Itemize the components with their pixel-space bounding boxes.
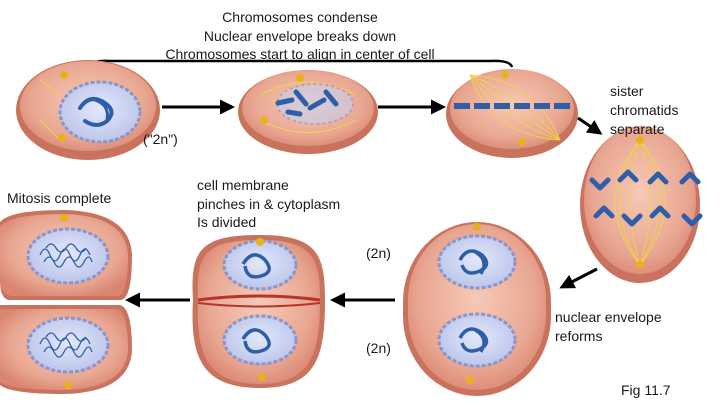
sister-label-3: separate [610, 121, 665, 137]
centrosome-icon [473, 223, 481, 231]
arrow-3 [577, 116, 603, 135]
daughter-cell-bottom [0, 305, 132, 394]
centrosome-icon [466, 376, 474, 384]
centrosome-icon [258, 373, 266, 381]
cell-metaphase [446, 69, 578, 158]
daughter-cell-top [0, 210, 132, 300]
centrosome-icon [636, 136, 644, 144]
arrow-4 [559, 267, 598, 289]
cell-cytokinesis [192, 235, 325, 388]
centrosome-icon [64, 381, 72, 389]
mitosis-complete-label: Mitosis complete [7, 190, 112, 206]
cell-prophase [16, 60, 160, 160]
figure-caption: Fig 11.7 [621, 382, 671, 398]
header-line-1: Chromosomes condense [222, 9, 378, 25]
cell-prometaphase [238, 70, 378, 154]
centrosome-icon [60, 214, 68, 222]
sister-label-1: sister [610, 83, 644, 99]
nuclear-label-2: reforms [555, 328, 603, 344]
centrosome-icon [501, 71, 509, 79]
ploidy-label-lower: (2n) [366, 340, 391, 356]
centrosome-icon [60, 71, 68, 79]
centrosome-icon [296, 74, 304, 82]
centrosome-icon [58, 134, 66, 142]
membrane-label-2: pinches in & cytoplasm [197, 196, 341, 212]
cell-telophase [403, 222, 551, 396]
cell-anaphase [580, 126, 703, 283]
ploidy-label-top: ("2n") [143, 131, 178, 147]
header-line-2: Nuclear envelope breaks down [203, 28, 397, 44]
membrane-label-1: cell membrane [197, 177, 289, 193]
centrosome-icon [636, 261, 644, 269]
centrosome-icon [518, 138, 526, 146]
membrane-label-3: Is divided [197, 214, 257, 230]
centrosome-icon [256, 238, 264, 246]
centrosome-icon [260, 116, 268, 124]
ploidy-label-upper: (2n) [366, 245, 391, 261]
nuclear-label-1: nuclear envelope [555, 309, 662, 325]
sister-label-2: chromatids [610, 102, 679, 118]
header-line-3: Chromosomes start to align in center of … [165, 46, 435, 62]
